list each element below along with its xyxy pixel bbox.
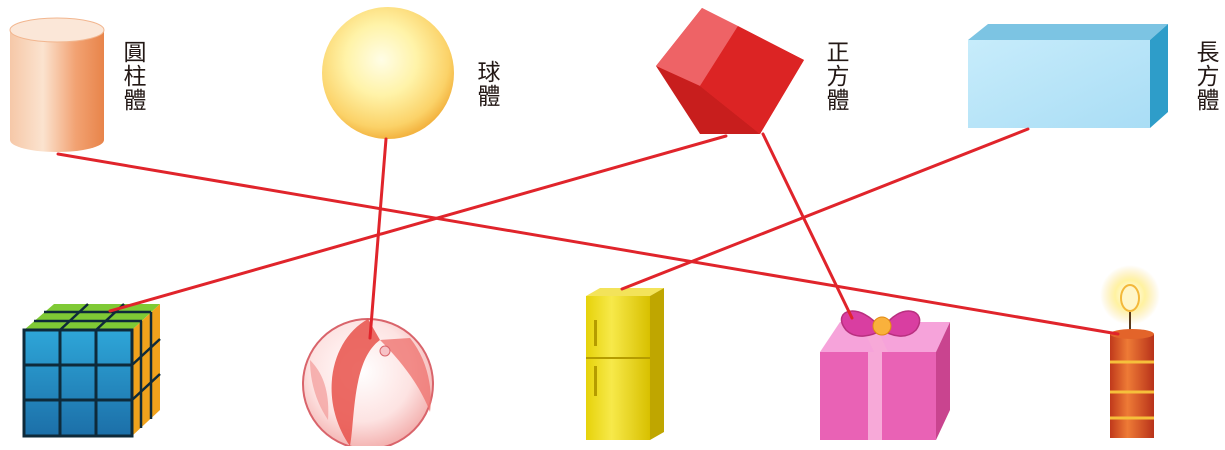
sphere-label: 球體: [473, 60, 499, 108]
connector-cylinder-candle: [56, 152, 1120, 336]
rubiks-cube-object: [22, 303, 161, 438]
connector-cuboid-refrigerator: [620, 127, 1030, 291]
gift-box-object: [820, 310, 950, 440]
beach-ball-object: [302, 318, 434, 450]
cuboid-label: 長方體: [1192, 40, 1218, 112]
refrigerator-object: [586, 288, 664, 440]
sphere-shape: [322, 7, 454, 139]
connector-sphere-beach-ball: [368, 137, 388, 340]
candle-object: [1100, 265, 1160, 438]
cuboid-shape: [968, 24, 1168, 128]
cylinder-label: 圓柱體: [119, 40, 145, 112]
cylinder-shape: [9, 17, 105, 152]
cube-label: 正方體: [822, 40, 848, 112]
connector-cube-gift-box: [761, 132, 854, 320]
connector-cube-rubiks-cube: [108, 134, 728, 313]
cube-shape: [656, 8, 804, 134]
